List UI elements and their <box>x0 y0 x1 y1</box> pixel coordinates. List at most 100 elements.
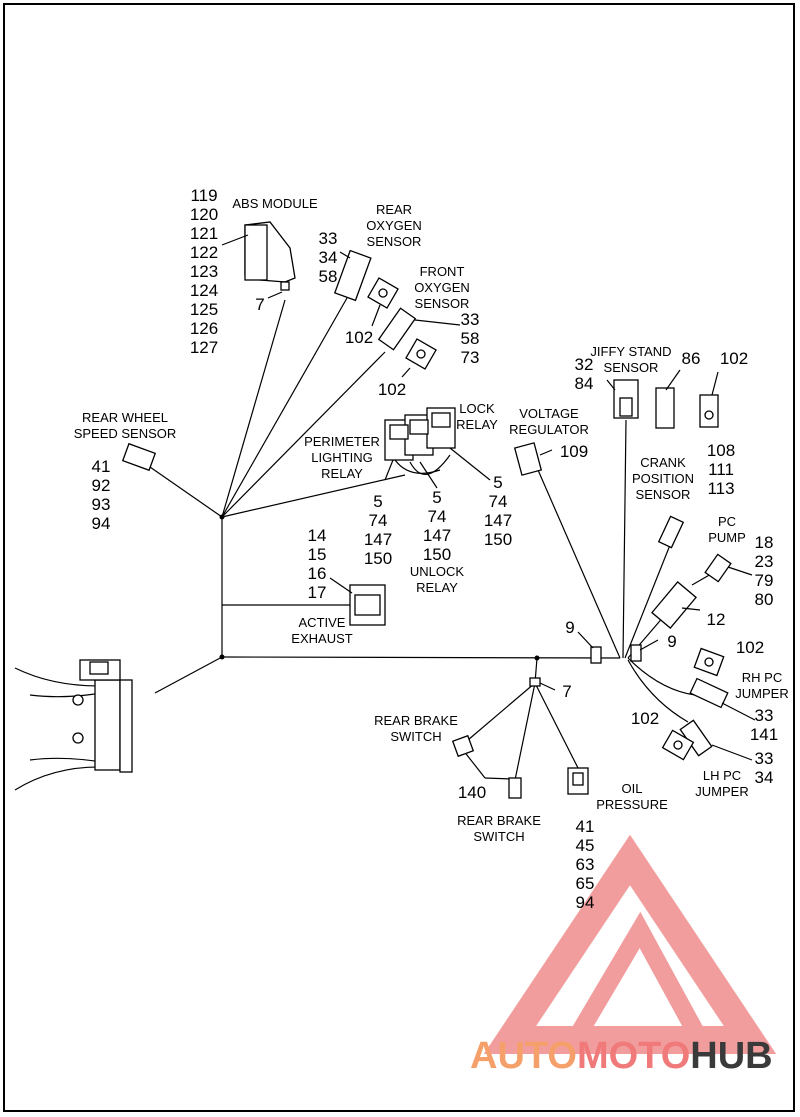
callout-wheel-4: 94 <box>92 514 111 533</box>
callout-exhaust-3: 16 <box>308 564 327 583</box>
callout-abs-2: 120 <box>190 205 218 224</box>
callout-front-o2-102: 102 <box>378 380 406 399</box>
lh-pc-jumper-label-2: JUMPER <box>695 784 748 799</box>
active-exhaust-connector <box>349 584 386 626</box>
callout-unlock-3: 147 <box>423 526 451 545</box>
callout-rear-o2-1: 33 <box>319 229 338 248</box>
lh-pc-jumper-label-1: LH PC <box>703 768 741 783</box>
callout-brake-140: 140 <box>458 783 486 802</box>
rear-brake-switch-1 <box>451 734 475 758</box>
callout-crank-3: 113 <box>707 479 734 498</box>
jiffy-connector-102 <box>699 394 719 428</box>
automotohub-logo <box>483 834 777 1054</box>
callout-abs-8: 126 <box>190 319 218 338</box>
perimeter-relay-label-1: PERIMETER <box>304 434 380 449</box>
abs-module-label: ABS MODULE <box>232 196 318 211</box>
pc-pump-label-1: PC <box>718 514 736 529</box>
rh-pc-jumper-label-1: RH PC <box>742 670 782 685</box>
rear-wheel-speed-label-2: SPEED SENSOR <box>74 426 177 441</box>
rear-oxygen-sensor-label-1: REAR <box>376 202 412 217</box>
callout-lock-4: 150 <box>484 530 512 549</box>
callout-wheel-1: 41 <box>92 457 111 476</box>
callout-rear-o2-102: 102 <box>345 328 373 347</box>
front-oxygen-sensor-label-2: OXYGEN <box>414 280 470 295</box>
callout-wheel-3: 93 <box>92 495 111 514</box>
front-oxygen-sensor <box>377 307 437 370</box>
callout-perimeter-3: 147 <box>364 530 392 549</box>
callout-perimeter-2: 74 <box>369 511 388 530</box>
callout-abs-5: 123 <box>190 262 218 281</box>
callout-lh-jumper-102: 102 <box>631 709 659 728</box>
perimeter-relay-label-3: RELAY <box>321 466 363 481</box>
rh-pc-jumper-label-2: JUMPER <box>735 686 788 701</box>
rh-pc-jumper <box>689 647 729 709</box>
callout-ground-right: 9 <box>667 632 676 651</box>
active-exhaust-label-1: ACTIVE <box>299 615 346 630</box>
junction-dot <box>219 514 225 520</box>
unlock-relay-label-2: RELAY <box>416 580 458 595</box>
crank-position-sensor <box>657 515 685 549</box>
oil-pressure-label-1: OIL <box>622 781 643 796</box>
callout-lock-2: 74 <box>489 492 508 511</box>
rear-oxygen-sensor <box>333 249 399 309</box>
junction-dot <box>219 654 225 660</box>
callout-jiffy-86: 86 <box>682 349 701 368</box>
abs-module <box>244 221 296 291</box>
oil-pressure-sensor <box>567 767 589 795</box>
callout-rear-o2-2: 34 <box>319 248 338 267</box>
callout-unlock-2: 74 <box>428 507 447 526</box>
callout-abs-1: 119 <box>190 186 217 205</box>
perimeter-relay-label-2: LIGHTING <box>311 450 372 465</box>
callout-unlock-1: 5 <box>432 488 441 507</box>
callout-abs-7-ref: 7 <box>255 295 264 314</box>
leader-lines <box>221 234 756 761</box>
callout-exhaust-1: 14 <box>308 526 327 545</box>
crank-label-2: POSITION <box>632 471 694 486</box>
callout-abs-4: 122 <box>190 243 218 262</box>
callout-front-o2-1: 33 <box>461 310 480 329</box>
rear-brake-switch-2 <box>508 777 522 799</box>
callout-pc-pump-12: 12 <box>707 610 726 629</box>
callout-lock-1: 5 <box>493 473 502 492</box>
callout-lh-jumper-2: 34 <box>755 768 774 787</box>
diagram-frame <box>3 3 795 1112</box>
callout-lock-3: 147 <box>484 511 512 530</box>
jiffy-stand-label-2: SENSOR <box>604 360 659 375</box>
jiffy-stand-sensor <box>613 379 639 419</box>
front-oxygen-sensor-label-1: FRONT <box>420 264 465 279</box>
callout-exhaust-2: 15 <box>308 545 327 564</box>
junction-dot <box>534 655 540 661</box>
callout-oil-2: 45 <box>576 836 595 855</box>
callout-oil-1: 41 <box>576 817 595 836</box>
callout-crank-2: 111 <box>708 460 734 479</box>
callout-abs-6: 124 <box>190 281 218 300</box>
rear-brake-switch-1-label-2: SWITCH <box>390 729 441 744</box>
callout-perimeter-1: 5 <box>373 492 382 511</box>
jiffy-stand-label-1: JIFFY STAND <box>590 344 671 359</box>
ground-stud-left <box>590 646 602 664</box>
callout-wheel-2: 92 <box>92 476 111 495</box>
callout-unlock-4: 150 <box>423 545 451 564</box>
rear-wheel-speed-label-1: REAR WHEEL <box>82 410 168 425</box>
callout-voltage-regulator: 109 <box>560 442 588 461</box>
rear-wheel-speed-sensor <box>121 442 157 472</box>
callout-abs-7: 125 <box>190 300 218 319</box>
pc-pump-label-2: PUMP <box>708 530 746 545</box>
callout-oil-3: 63 <box>576 855 595 874</box>
voltage-regulator-connector <box>513 442 543 476</box>
splice <box>529 677 541 687</box>
lock-relay-label-1: LOCK <box>459 401 495 416</box>
jiffy-connector-86 <box>655 387 675 429</box>
callout-crank-1: 108 <box>707 441 735 460</box>
callout-rh-jumper-1: 33 <box>755 706 774 725</box>
callout-jiffy-2: 84 <box>575 374 594 393</box>
callout-rh-jumper-2: 141 <box>750 725 778 744</box>
callout-abs-9: 127 <box>190 338 218 357</box>
callout-rh-jumper-102: 102 <box>736 638 764 657</box>
lh-pc-jumper <box>661 719 713 761</box>
oil-pressure-label-2: PRESSURE <box>596 797 668 812</box>
callout-pc-pump-2: 23 <box>755 552 774 571</box>
rear-oxygen-sensor-label-2: OXYGEN <box>366 218 422 233</box>
callout-lh-jumper-1: 33 <box>755 749 774 768</box>
